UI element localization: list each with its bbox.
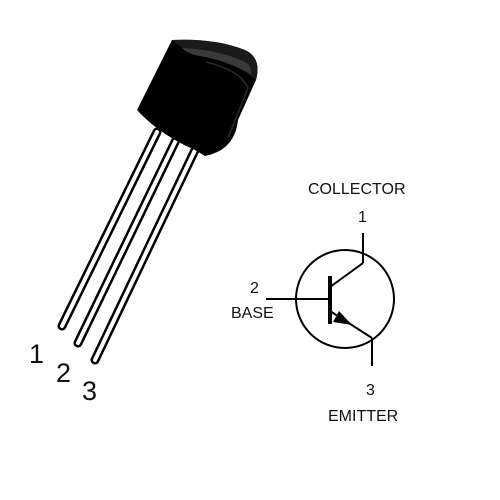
lead-3 [90,143,201,365]
package-body-edge [205,61,249,139]
npn-transistor-symbol: COLLECTOR 1 2 BASE 3 EMITTER [231,181,406,425]
package-leads [57,127,201,365]
base-pin-number: 2 [250,280,259,297]
pin-number-2: 2 [56,358,71,388]
to92-package: 1 2 3 [29,39,258,406]
pin-number-1: 1 [29,339,44,369]
emitter-pin-number: 3 [366,382,375,399]
collector-pin-number: 1 [358,209,367,226]
collector-diagonal [329,262,364,288]
emitter-label: EMITTER [328,408,398,425]
pin-number-3: 3 [82,376,97,406]
base-label: BASE [231,305,274,322]
collector-label: COLLECTOR [308,181,406,198]
lead-1 [57,127,162,331]
emitter-arrow [333,311,352,325]
lead-2 [73,135,181,348]
package-body-highlight [182,48,252,74]
package-body [137,39,258,156]
